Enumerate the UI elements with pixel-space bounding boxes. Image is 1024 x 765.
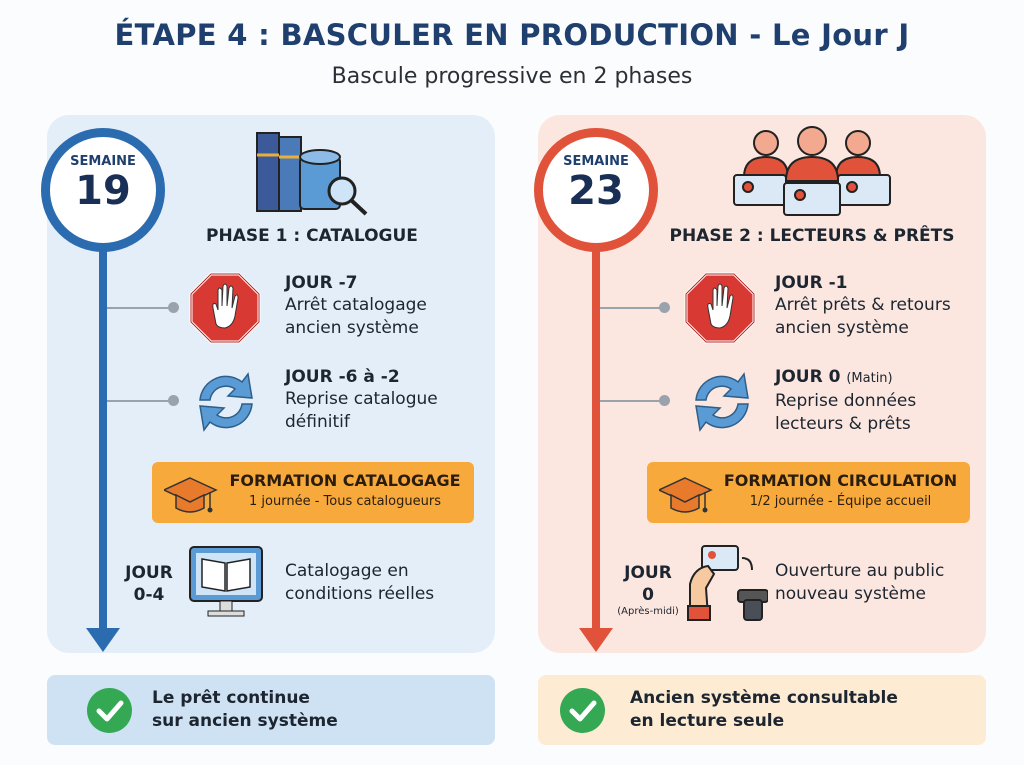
books-database-icon [256,132,368,216]
phase2-timeline-arrow-icon [579,628,613,652]
phase1-step-2: JOUR -6 à -2 Reprise catalogue définitif [285,366,438,434]
step-line1: Reprise données [775,391,917,411]
phase1-formation-box: FORMATION CATALOGAGE 1 journée - Tous ca… [152,462,474,523]
step-day: JOUR -1 [775,273,848,293]
day-range: 0-4 [133,585,165,605]
step-line2: définitif [285,412,350,432]
readers-cards-icon [733,126,891,216]
day-range: 0 [642,585,654,605]
footer-line2: sur ancien système [152,711,338,731]
phase2-final-text: Ouverture au public nouveau système [775,560,944,606]
day-label: JOUR [624,563,672,583]
graduation-cap-icon [659,477,712,514]
phase1-footer: Le prêt continue sur ancien système [47,675,495,745]
day-label: JOUR [125,563,173,583]
connector-dot [659,395,670,406]
connector [107,400,173,402]
footer-line2: en lecture seule [630,711,785,731]
connector [107,307,173,309]
connector-dot [168,302,179,313]
final-line1: Ouverture au public [775,561,945,581]
step-line1: Arrêt prêts & retours [775,295,951,315]
step-day-label: JOUR 0 [775,367,841,387]
week-label: SEMAINE [563,154,629,169]
final-line1: Catalogage en [285,561,409,581]
sync-icon [695,373,749,431]
stop-hand-icon [189,272,261,344]
phase2-title: PHASE 2 : LECTEURS & PRÊTS [669,226,955,246]
phase2-footer: Ancien système consultable en lecture seu… [538,675,986,745]
footer-line1: Ancien système consultable [630,688,898,708]
formation-title: FORMATION CIRCULATION [723,471,958,490]
final-line2: conditions réelles [285,584,435,604]
step-line1: Arrêt catalogage [285,295,427,315]
phase2-step-1: JOUR -1 Arrêt prêts & retours ancien sys… [775,272,951,340]
card-scanner-icon [687,545,768,621]
phase1-final-text: Catalogage en conditions réelles [285,560,434,606]
step-line2: ancien système [285,318,419,338]
footer-line1: Le prêt continue [152,688,310,708]
connector-dot [659,302,670,313]
formation-title: FORMATION CATALOGAGE [229,471,461,490]
sync-icon [199,373,253,431]
formation-detail: 1 journée - Tous catalogueurs [249,494,441,509]
step-day: JOUR -6 à -2 [285,367,400,387]
phase2-step-2: JOUR 0 (Matin) Reprise données lecteurs … [775,366,916,436]
stop-hand-icon [684,272,756,344]
formation-detail: 1/2 journée - Équipe accueil [749,494,932,509]
phase1-step-1: JOUR -7 Arrêt catalogage ancien système [285,272,427,340]
step-day: JOUR 0 (Matin) [775,366,916,390]
step-line1: Reprise catalogue [285,389,438,409]
step-day: JOUR -7 [285,273,358,293]
phase2-final-day: JOUR 0 (Après-midi) [612,562,684,618]
page-subtitle: Bascule progressive en 2 phases [331,64,693,89]
phase1-timeline-arrow-icon [86,628,120,652]
page-title: ÉTAPE 4 : BASCULER EN PRODUCTION - Le Jo… [114,18,910,52]
check-icon [560,688,605,733]
check-icon [87,688,132,733]
step-day-note: (Matin) [846,371,893,386]
connector [600,307,664,309]
final-line2: nouveau système [775,584,926,604]
connector-dot [168,395,179,406]
phase1-week-badge: SEMAINE 19 [41,128,165,252]
monitor-book-icon [189,546,263,617]
phase2-timeline [592,248,600,633]
phase1-final-day: JOUR 0-4 [118,562,180,606]
week-number: 19 [75,168,131,214]
phase1-title: PHASE 1 : CATALOGUE [206,226,418,246]
step-line2: ancien système [775,318,909,338]
week-number: 23 [568,168,624,214]
phase1-timeline [99,248,107,633]
day-note: (Après-midi) [617,606,679,617]
phase2-week-badge: SEMAINE 23 [534,128,658,252]
connector [600,400,664,402]
graduation-cap-icon [164,477,217,514]
phase2-formation-box: FORMATION CIRCULATION 1/2 journée - Équi… [647,462,970,523]
step-line2: lecteurs & prêts [775,414,911,434]
week-label: SEMAINE [70,154,136,169]
